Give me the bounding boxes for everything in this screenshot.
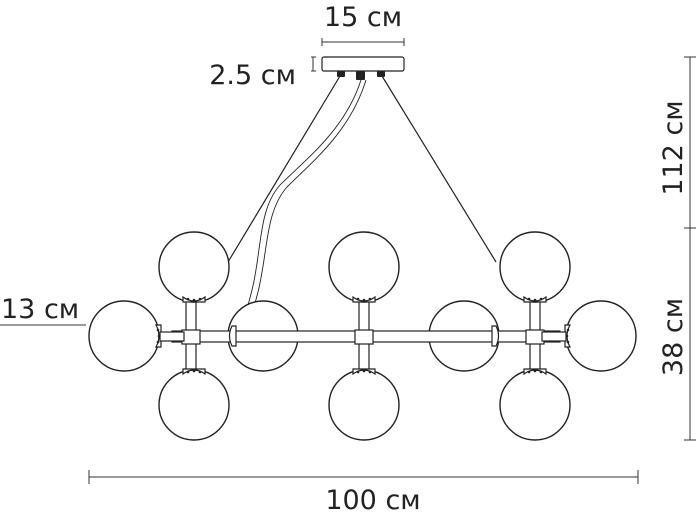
suspension-height-label: 112 см [658,100,689,195]
canopy-width-label: 15 см [324,2,402,33]
right-hub [499,231,637,441]
globe-right-outer [565,300,637,372]
fixture-height-label: 38 см [658,298,689,376]
globe-left-top [158,231,230,303]
height-dimensions: 112 см 38 см [658,56,696,441]
globe-right-top [499,231,571,303]
ceiling-canopy [321,56,405,80]
back-globe-caps [228,325,500,347]
globe-left-outer [88,300,160,372]
globe-right-bottom [499,369,571,441]
center-hub [328,231,400,441]
globe-diameter-dimension: 13 см [0,294,86,326]
total-width-dimension: 100 см [88,470,639,514]
canopy-height-label: 2.5 см [209,60,296,91]
canopy-width-dimension: 15 см [321,2,405,46]
globe-left-bottom [158,369,230,441]
left-hub [88,231,230,441]
canopy-height-dimension: 2.5 см [209,56,316,91]
total-width-label: 100 см [325,485,420,514]
globe-diameter-label: 13 см [1,294,79,325]
globe-center-top [328,231,400,303]
globe-center-bottom [328,369,400,441]
